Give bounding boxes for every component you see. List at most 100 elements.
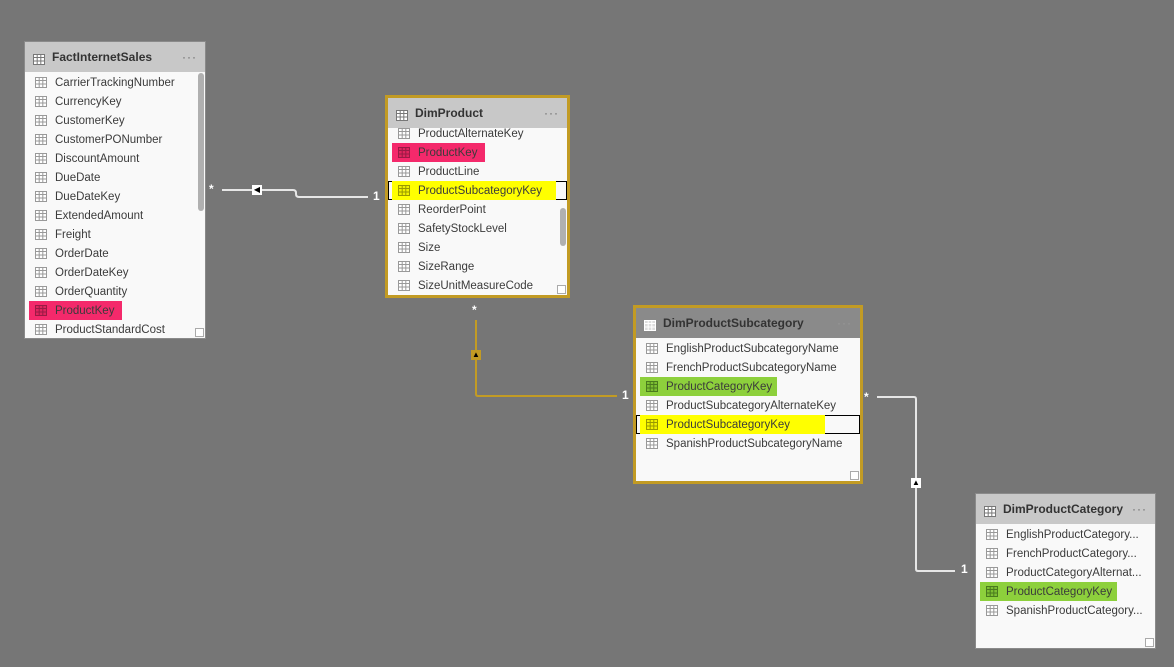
field-row[interactable]: OrderDateKey xyxy=(25,263,205,282)
field-label: FrenchProductCategory... xyxy=(1006,547,1137,560)
column-icon xyxy=(35,134,47,145)
relationship-line-product-subcategory[interactable] xyxy=(475,320,617,397)
field-label: ExtendedAmount xyxy=(55,209,144,222)
column-icon xyxy=(398,223,410,234)
field-row[interactable]: DiscountAmount xyxy=(25,149,205,168)
field-label: ProductCategoryKey xyxy=(1006,585,1113,598)
field-label: DiscountAmount xyxy=(55,152,140,165)
field-row[interactable]: Freight xyxy=(25,225,205,244)
resize-grip[interactable] xyxy=(1145,638,1154,647)
field-label: CustomerPONumber xyxy=(55,133,163,146)
relationship-line-fact-product[interactable] xyxy=(222,189,368,198)
filter-direction-left-icon[interactable]: ◀ xyxy=(252,185,262,195)
field-label: ProductSubcategoryKey xyxy=(666,418,791,431)
field-row[interactable]: ProductCategoryAlternat... xyxy=(976,563,1155,582)
field-row[interactable]: FrenchProductSubcategoryName xyxy=(636,358,860,377)
filter-direction-up-icon[interactable]: ▲ xyxy=(911,478,921,488)
field-row[interactable]: CurrencyKey xyxy=(25,92,205,111)
field-row[interactable]: SafetyStockLevel xyxy=(388,219,567,238)
field-label: FrenchProductSubcategoryName xyxy=(666,361,837,374)
highlight xyxy=(29,301,122,320)
field-row[interactable]: EnglishProductSubcategoryName xyxy=(636,339,860,358)
table-header[interactable]: DimProductCategory ··· xyxy=(976,494,1155,524)
field-row[interactable]: DueDate xyxy=(25,168,205,187)
column-icon xyxy=(398,185,410,196)
table-icon xyxy=(644,318,656,331)
field-row[interactable]: ProductSubcategoryAlternateKey xyxy=(636,396,860,415)
table-card-dimproductcategory[interactable]: DimProductCategory ··· EnglishProductCate… xyxy=(975,493,1156,649)
cardinality-many: * xyxy=(864,390,869,404)
cardinality-one: 1 xyxy=(622,388,629,402)
cardinality-one: 1 xyxy=(961,562,968,576)
field-row[interactable]: ProductKey xyxy=(25,301,205,320)
field-label: CarrierTrackingNumber xyxy=(55,76,175,89)
resize-grip[interactable] xyxy=(557,285,566,294)
column-icon xyxy=(35,172,47,183)
field-row[interactable]: ProductLine xyxy=(388,162,567,181)
field-label: OrderDate xyxy=(55,247,109,260)
cardinality-one: 1 xyxy=(373,189,380,203)
field-row[interactable]: SpanishProductSubcategoryName xyxy=(636,434,860,453)
field-row[interactable]: ProductStandardCost xyxy=(25,320,205,338)
column-icon xyxy=(398,147,410,158)
column-icon xyxy=(398,280,410,291)
field-label: SizeUnitMeasureCode xyxy=(418,279,534,292)
column-icon xyxy=(35,229,47,240)
field-row[interactable]: EnglishProductCategory... xyxy=(976,525,1155,544)
field-row[interactable]: CustomerPONumber xyxy=(25,130,205,149)
table-header[interactable]: FactInternetSales ··· xyxy=(25,42,205,72)
field-row[interactable]: FrenchProductCategory... xyxy=(976,544,1155,563)
column-icon xyxy=(35,324,47,335)
cardinality-many: * xyxy=(209,182,214,196)
filter-direction-up-icon[interactable]: ▲ xyxy=(471,350,481,360)
field-label: ProductKey xyxy=(55,304,115,317)
field-row[interactable]: SpanishProductCategory... xyxy=(976,601,1155,620)
field-row[interactable]: ProductCategoryKey xyxy=(636,377,860,396)
table-card-factinternetsales[interactable]: FactInternetSales ··· CarrierTrackingNum… xyxy=(24,41,206,339)
field-row[interactable]: SizeRange xyxy=(388,257,567,276)
highlight xyxy=(640,377,777,396)
column-icon xyxy=(35,305,47,316)
table-header[interactable]: DimProduct ··· xyxy=(388,98,567,128)
table-header[interactable]: DimProductSubcategory ··· xyxy=(636,308,860,338)
column-icon xyxy=(646,381,658,392)
field-label: ProductCategoryAlternat... xyxy=(1006,566,1142,579)
field-row[interactable]: ProductSubcategoryKey xyxy=(388,181,567,200)
field-label: ReorderPoint xyxy=(418,203,486,216)
field-row[interactable]: OrderQuantity xyxy=(25,282,205,301)
column-icon xyxy=(398,204,410,215)
column-icon xyxy=(35,77,47,88)
more-options-button[interactable]: ··· xyxy=(1132,502,1147,516)
field-row[interactable]: Size xyxy=(388,238,567,257)
field-label: OrderQuantity xyxy=(55,285,128,298)
field-row[interactable]: DueDateKey xyxy=(25,187,205,206)
field-label: Size xyxy=(418,241,441,254)
scrollbar[interactable] xyxy=(198,73,204,211)
table-title: DimProductSubcategory xyxy=(663,316,804,330)
field-row[interactable]: ProductSubcategoryKey xyxy=(636,415,860,434)
field-row[interactable]: OrderDate xyxy=(25,244,205,263)
field-row[interactable]: ReorderPoint xyxy=(388,200,567,219)
field-row[interactable]: ProductCategoryKey xyxy=(976,582,1155,601)
column-icon xyxy=(646,438,658,449)
table-card-dimproductsubcategory[interactable]: DimProductSubcategory ···EnglishProductS… xyxy=(633,305,863,484)
more-options-button[interactable]: ··· xyxy=(837,316,852,330)
field-row[interactable]: CarrierTrackingNumber xyxy=(25,73,205,92)
column-icon xyxy=(646,362,658,373)
scrollbar[interactable] xyxy=(560,208,566,246)
column-icon xyxy=(398,261,410,272)
resize-grip[interactable] xyxy=(850,471,859,480)
field-row[interactable]: ProductKey xyxy=(388,143,567,162)
field-row[interactable]: SizeUnitMeasureCode xyxy=(388,276,567,295)
column-icon xyxy=(35,286,47,297)
field-row[interactable]: ExtendedAmount xyxy=(25,206,205,225)
field-row[interactable]: CustomerKey xyxy=(25,111,205,130)
field-label: EnglishProductCategory... xyxy=(1006,528,1139,541)
field-label: ProductLine xyxy=(418,165,480,178)
field-label: ProductCategoryKey xyxy=(666,380,773,393)
more-options-button[interactable]: ··· xyxy=(544,106,559,120)
more-options-button[interactable]: ··· xyxy=(182,50,197,64)
resize-grip[interactable] xyxy=(195,328,204,337)
field-row[interactable]: ProductAlternateKey xyxy=(388,124,567,143)
